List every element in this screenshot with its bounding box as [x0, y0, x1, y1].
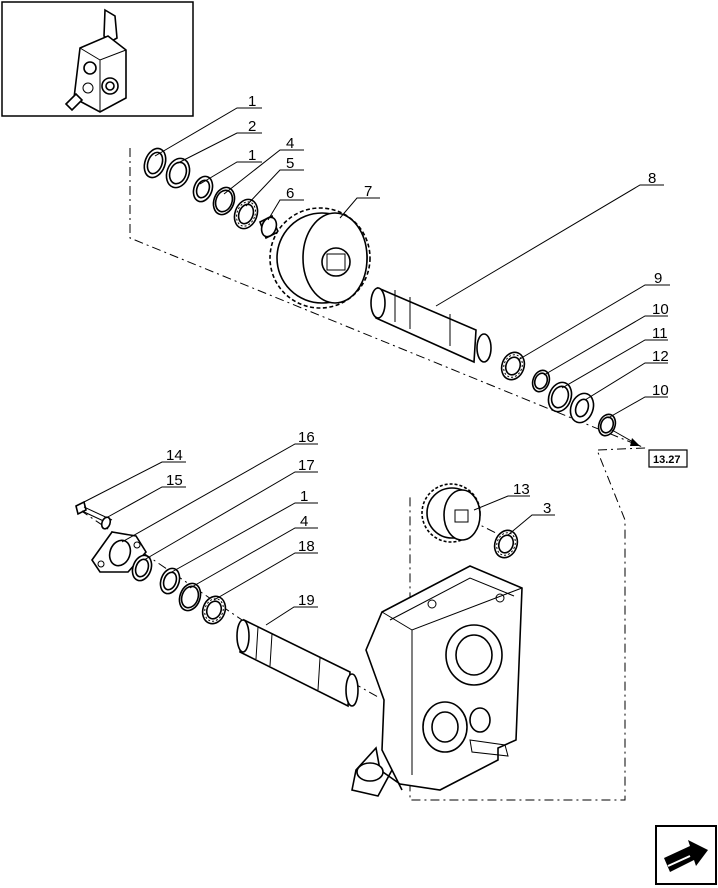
gearbox-housing [351, 565, 523, 797]
cross-reference-link[interactable]: 13.27 [611, 429, 688, 468]
callout-12: 12 [652, 348, 669, 365]
callout-2: 2 [248, 118, 256, 135]
washer [100, 516, 112, 530]
snap-ring [597, 413, 617, 437]
leader-lines [83, 107, 670, 626]
callout-9: 9 [654, 270, 662, 287]
ball-bearing [233, 198, 259, 230]
spur-gear [269, 207, 371, 309]
snap-ring [192, 175, 214, 203]
snap-ring [531, 369, 551, 393]
ball-bearing [201, 595, 227, 625]
snap-ring [159, 567, 181, 595]
next-page-arrow-icon[interactable] [655, 825, 717, 885]
oil-seal [569, 392, 595, 424]
ball-bearing [500, 351, 526, 381]
callout-4: 4 [300, 513, 308, 530]
shim-ring [212, 186, 236, 216]
shim-ring [547, 381, 573, 413]
splined-shaft [236, 618, 359, 708]
reference-label: 13.27 [653, 454, 681, 466]
callout-7: 7 [364, 183, 372, 200]
shim-ring [178, 582, 202, 612]
callout-18: 18 [298, 538, 315, 555]
callout-13: 13 [513, 481, 530, 498]
callout-5: 5 [286, 155, 294, 172]
bushing [258, 214, 280, 240]
callout-labels: 1 2 1 4 5 6 7 8 9 10 11 12 10 14 15 16 1… [166, 93, 669, 609]
upper-shaft-assembly [143, 147, 617, 437]
callout-19: 19 [298, 592, 315, 609]
callout-1: 1 [248, 147, 256, 164]
callout-6: 6 [286, 185, 294, 202]
callout-10: 10 [652, 301, 669, 318]
lower-shaft-assembly [75, 483, 523, 797]
callout-17: 17 [298, 457, 315, 474]
callout-14: 14 [166, 447, 183, 464]
oil-seal [131, 554, 153, 582]
callout-1: 1 [248, 93, 256, 110]
ball-bearing [493, 529, 519, 559]
spur-gear [421, 483, 481, 543]
callout-3: 3 [543, 500, 551, 517]
callout-15: 15 [166, 472, 183, 489]
callout-8: 8 [648, 170, 656, 187]
gearbox-thumbnail-icon[interactable] [1, 1, 194, 117]
callout-16: 16 [298, 429, 315, 446]
callout-4: 4 [286, 135, 294, 152]
snap-ring [143, 147, 167, 179]
spacer-ring [165, 157, 191, 189]
cover-plate [91, 531, 147, 573]
callout-10: 10 [652, 382, 669, 399]
splined-shaft [370, 286, 492, 364]
callout-1: 1 [300, 488, 308, 505]
callout-11: 11 [652, 325, 668, 342]
